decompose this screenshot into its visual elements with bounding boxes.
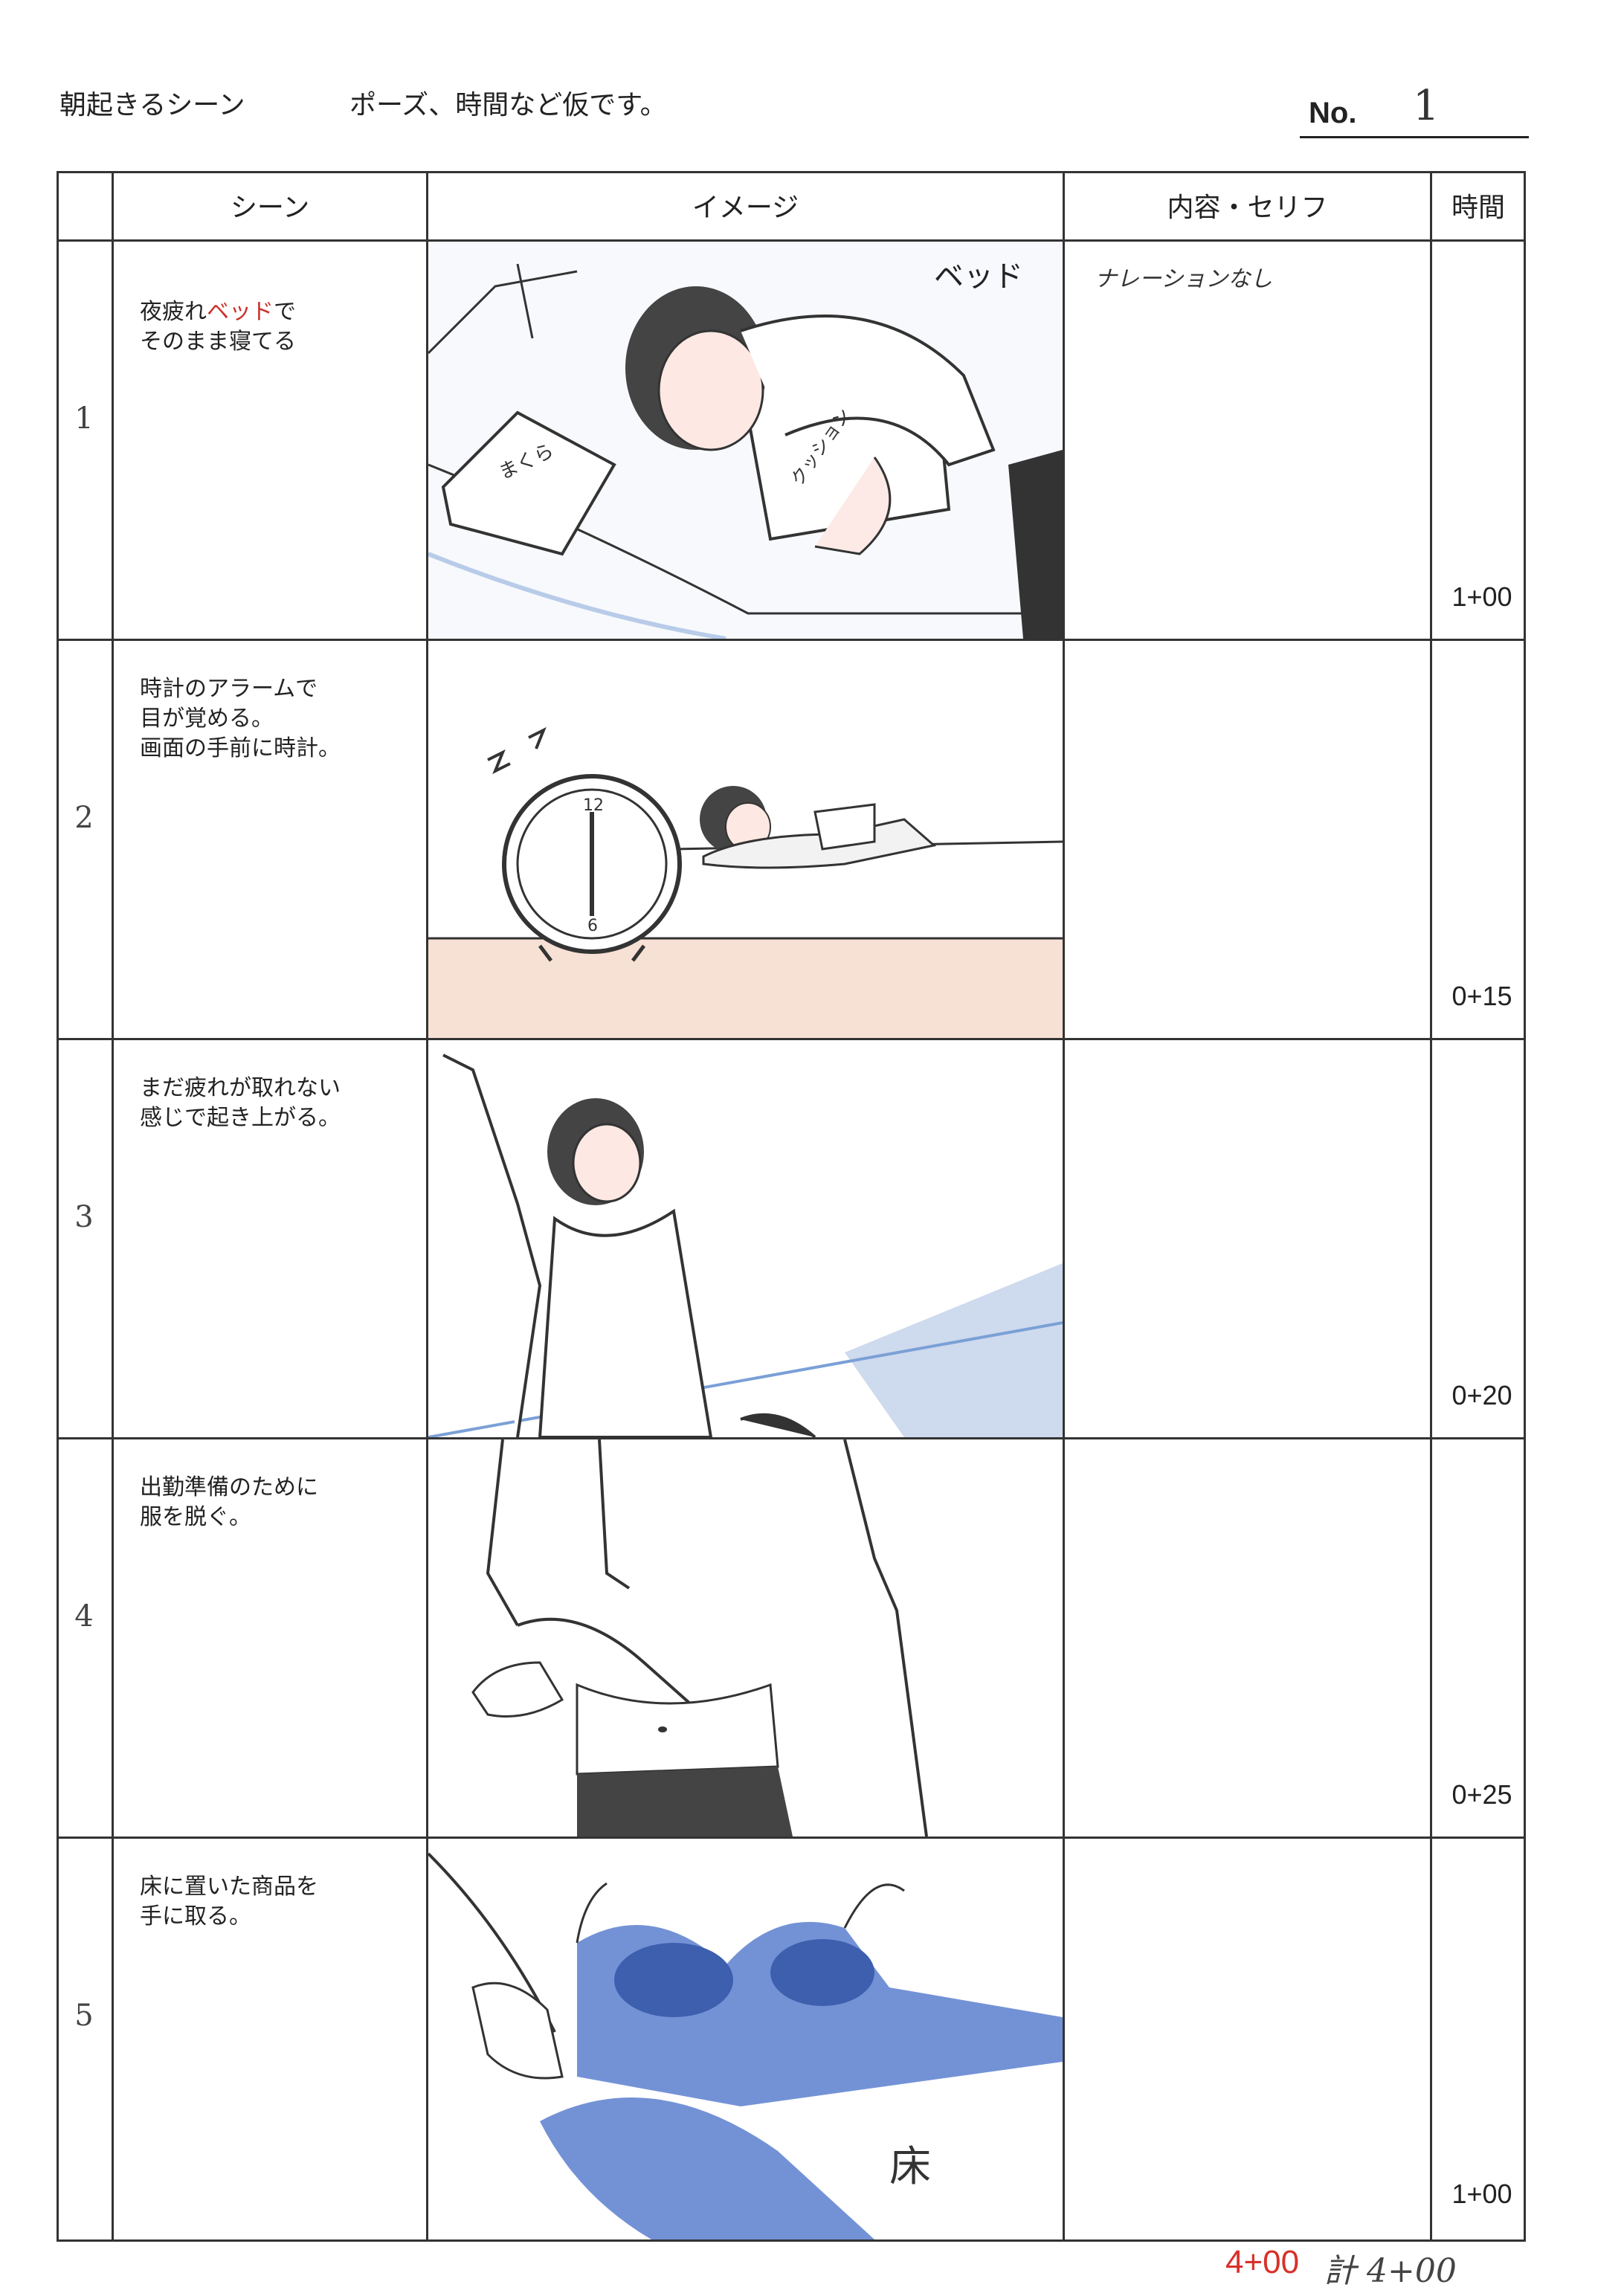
sheet-number-value: 1 [1413,82,1440,130]
cut-scene-description: 夜疲れベッドでそのまま寝てる [140,297,400,357]
alarm-ringing-icon [487,726,547,775]
column-header-time: 時間 [1451,193,1505,223]
sheet-note: ポーズ、時間など仮です。 [349,90,667,120]
scene-text-part: で [274,299,296,325]
cut-time: 0+25 [1451,1779,1512,1810]
row-divider [57,1038,1526,1040]
cut-time: 0+15 [1451,981,1512,1011]
storyboard-table: シーン イメージ 内容・セリフ 時間 1 夜疲れベッドでそのまま寝てる ベッド … [57,171,1526,2242]
scene-text-highlight: ベッド [207,299,274,325]
column-header-image: イメージ [692,193,799,223]
row-divider [57,1837,1526,1839]
cut-number: 5 [74,1999,94,2033]
column-divider [426,171,428,2242]
total-time-handwritten: 計 4+00 [1324,2252,1457,2290]
cut-5-image-picking-up-product: 床 [428,1839,1063,2239]
column-header-scene: シーン [230,193,310,223]
cut-number: 1 [74,402,94,436]
clock-label-12: 12 [583,796,604,815]
sheet-number-underline [1300,136,1529,138]
table-frame [57,171,1526,2242]
cut-1-image-sleeping-in-bed: ベッド まくら クッション [428,242,1063,639]
cut-4-image-undressing [428,1439,1063,1837]
cut-scene-description: まだ疲れが取れない 感じで起き上がる。 [140,1075,341,1131]
cut-scene-description: 出勤準備のために 服を脱ぐ。 [140,1474,318,1530]
cut-time: 0+20 [1451,1380,1512,1410]
column-divider [112,171,114,2242]
label-bed: ベッド [934,259,1023,294]
row-divider [57,1437,1526,1439]
cut-dialogue: ナレーションなし [1095,266,1273,292]
cut-time: 1+00 [1451,2179,1512,2209]
sheet-number-label: No. [1309,97,1357,129]
column-divider [1430,171,1432,2242]
label-floor: 床 [889,2143,931,2191]
cut-number: 4 [74,1599,94,1634]
column-header-content: 内容・セリフ [1167,193,1328,223]
clock-label-6: 6 [587,917,598,935]
cut-number: 3 [74,1200,94,1234]
sheet-scene-title: 朝起きるシーン [59,90,245,120]
column-divider [1063,171,1065,2242]
total-time-red: 4+00 [1225,2244,1300,2280]
row-divider [57,239,1526,242]
cut-2-image-alarm-clock: 12 6 [428,641,1063,1038]
cut-scene-description: 床に置いた商品を 手に取る。 [140,1874,318,1929]
row-divider [57,639,1526,641]
cut-3-image-stretching [428,1040,1063,1437]
cut-number: 2 [74,801,94,835]
scene-text-part: 夜疲れ [140,299,207,325]
scene-text-part: そのまま寝てる [140,329,296,355]
cut-scene-description: 時計のアラームで 目が覚める。 画面の手前に時計。 [140,676,341,761]
cut-time: 1+00 [1451,581,1512,612]
